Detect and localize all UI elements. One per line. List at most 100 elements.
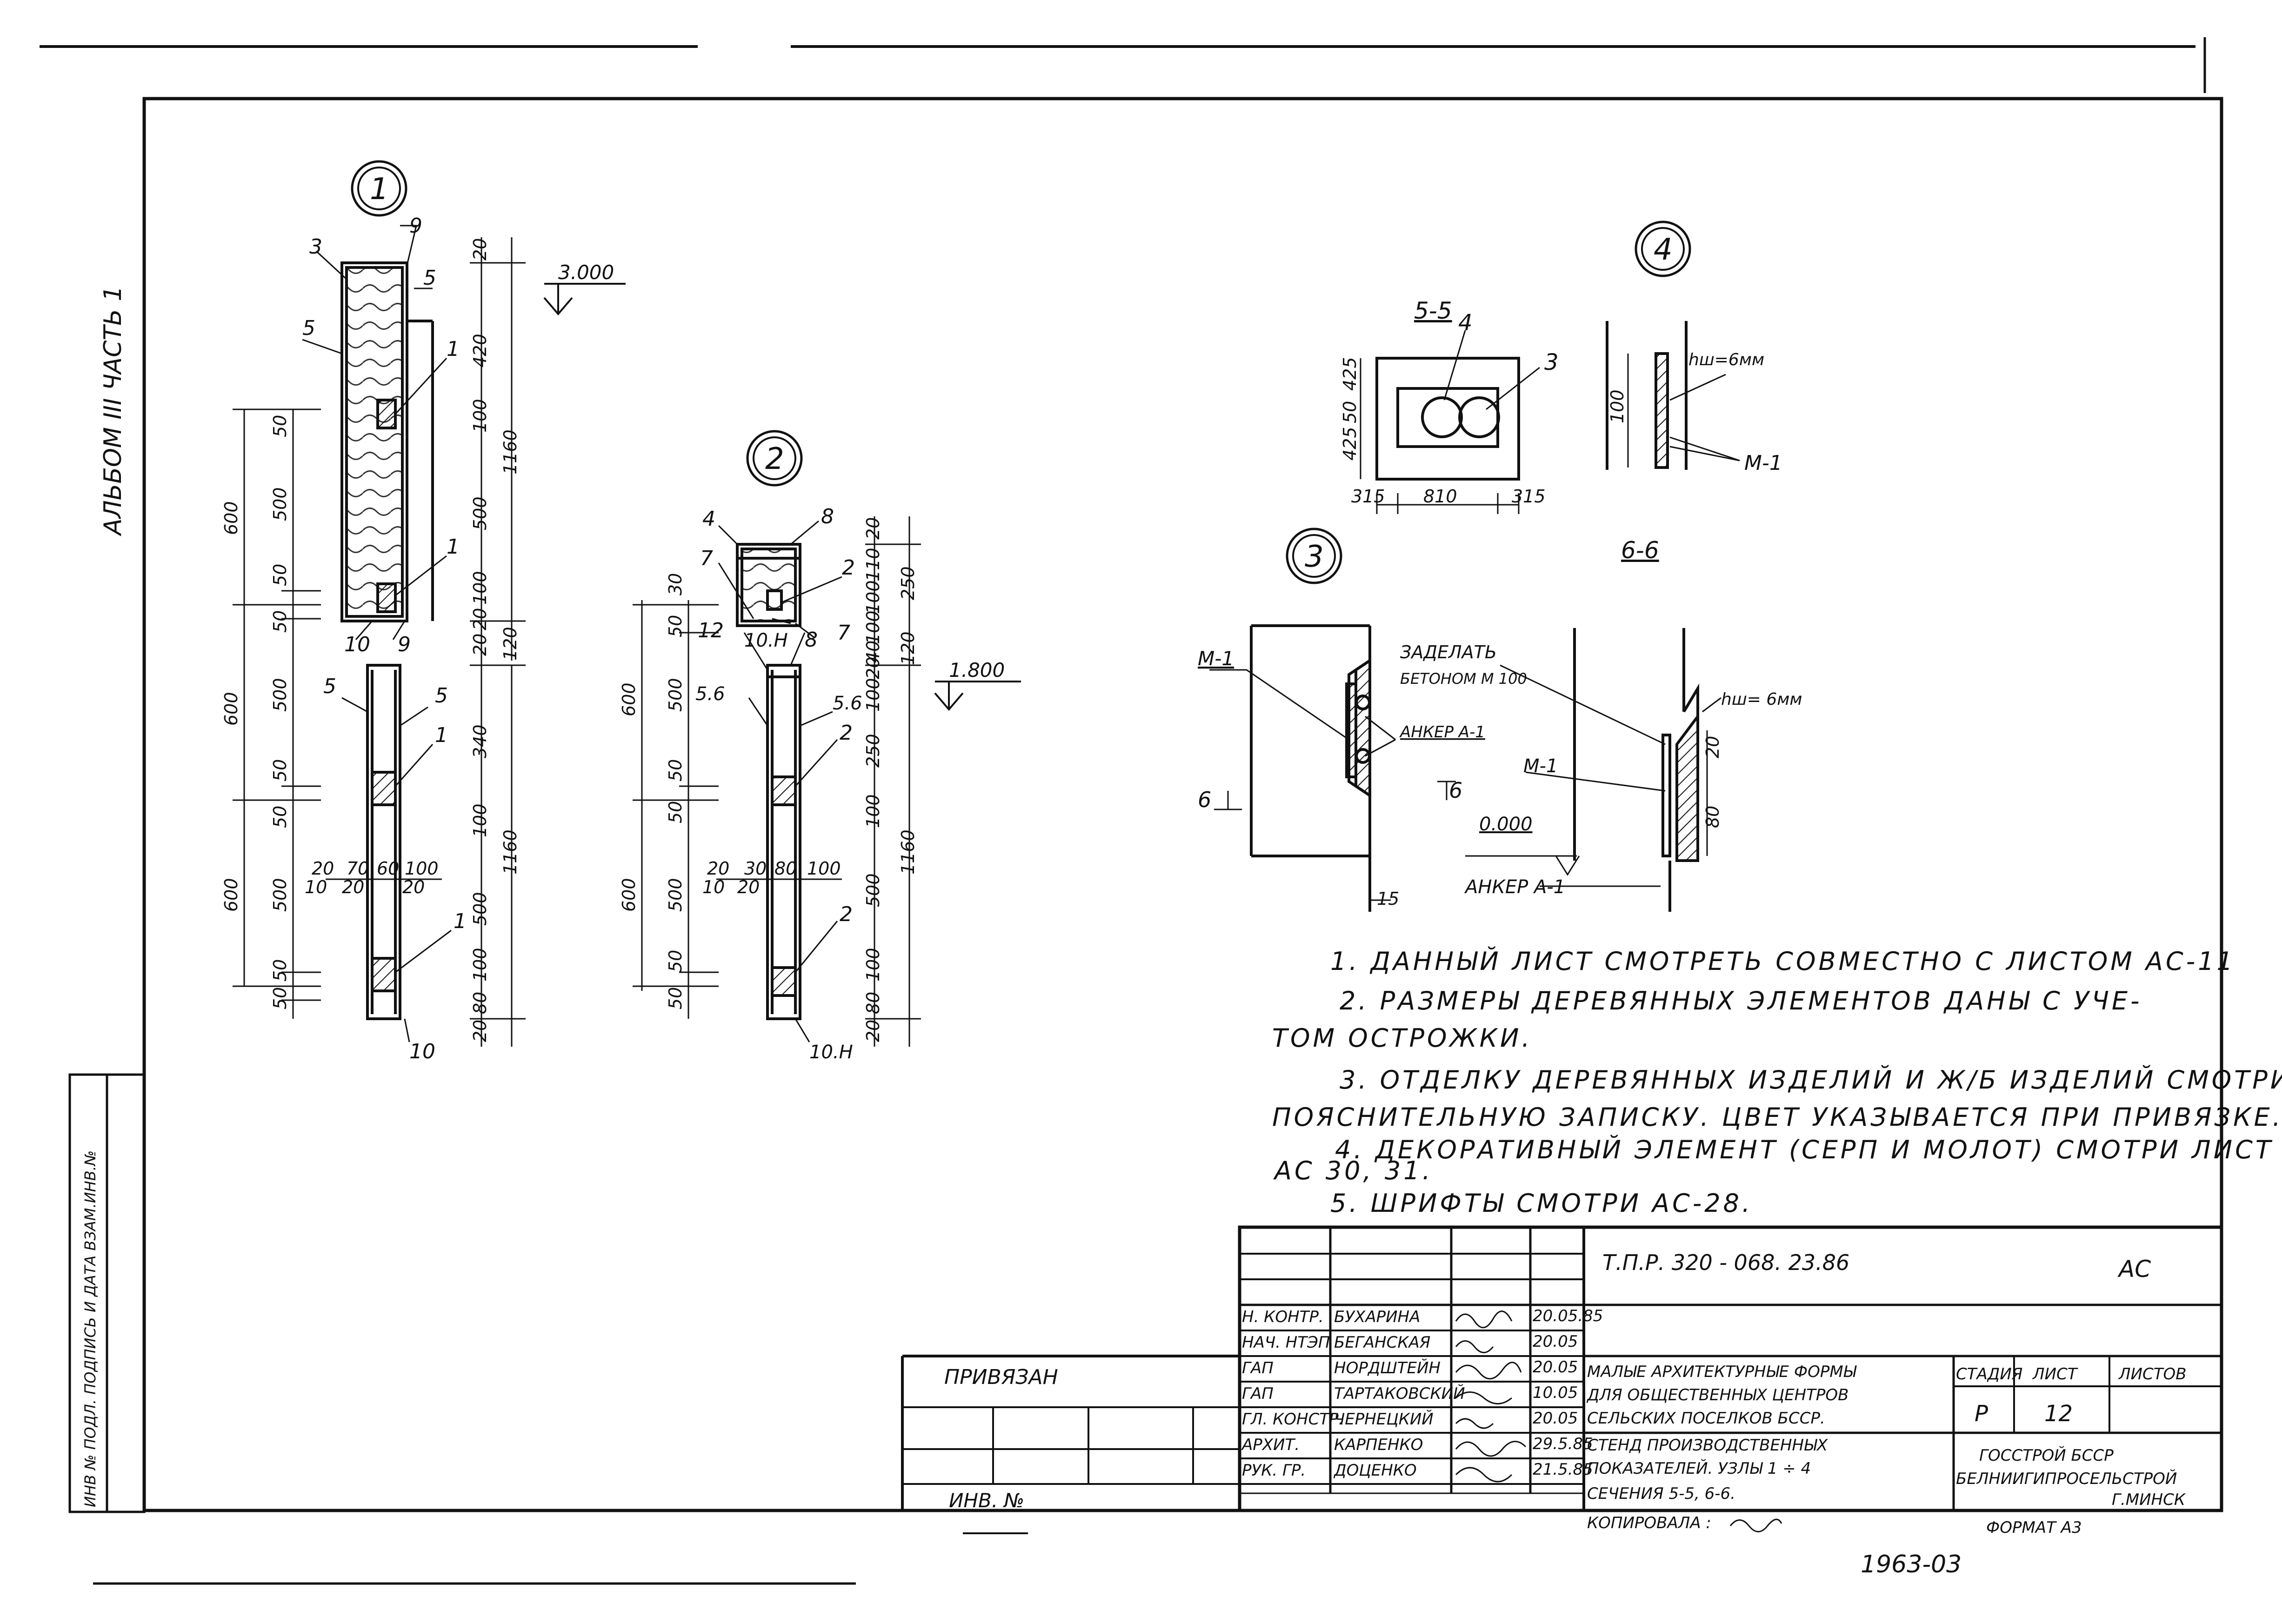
tb-date-5: 29.5.85 bbox=[1533, 1435, 1593, 1453]
n3-cut-left: 6 bbox=[1198, 787, 1211, 812]
album-label: АЛЬБОМ III ЧАСТЬ 1 bbox=[99, 286, 127, 536]
n4-dim-4: 810 bbox=[1423, 486, 1457, 507]
n1-dim-r10: 500 bbox=[470, 892, 490, 926]
n1-dim-b0: 20 bbox=[312, 858, 334, 879]
node-2-bottom-dims: 20 30 80 100 10 20 bbox=[702, 858, 841, 897]
n1-dim-b2: 60 bbox=[377, 858, 399, 879]
n1-dim-b6: 20 bbox=[402, 877, 425, 897]
node-1-left-dims: 600 50 500 50 50 600 500 50 50 600 500 5… bbox=[221, 415, 290, 1009]
tb-date-4: 20.05 bbox=[1533, 1409, 1578, 1428]
n4-dim-3: 315 bbox=[1351, 486, 1385, 507]
n2-dim-l1: 50 bbox=[665, 615, 686, 637]
n4-dim-2: 425 bbox=[1340, 357, 1360, 391]
n1-dim-r6: 20 bbox=[470, 634, 490, 656]
tb-date-3: 10.05 bbox=[1533, 1383, 1578, 1402]
note-3-cont: ПОЯСНИТЕЛЬНУЮ ЗАПИСКУ. ЦВЕТ УКАЗЫВАЕТСЯ … bbox=[1272, 1103, 2282, 1132]
node-4-label: 4 bbox=[1654, 233, 1673, 267]
tb-date-0: 20.05.85 bbox=[1533, 1307, 1603, 1325]
n2-dim-r10: 100 bbox=[863, 794, 883, 828]
tb-doc-code: Т.П.Р. 320 - 068. 23.86 bbox=[1602, 1250, 1849, 1275]
node-1-label: 1 bbox=[370, 172, 389, 207]
n2-dim-r13: 80 bbox=[863, 992, 883, 1014]
elev-0000: 0.000 bbox=[1479, 814, 1533, 835]
n2-dim-r4: 40 bbox=[863, 641, 883, 663]
n1-dim-l12: 50 bbox=[270, 987, 290, 1009]
n1-dim-b4: 10 bbox=[305, 877, 327, 897]
n2-dim-l5: 50 bbox=[665, 801, 686, 823]
tb-stage-label: СТАДИЯ bbox=[1956, 1365, 2022, 1383]
node-3: 3 М-1 ЗАДЕЛАТЬ БЕТОНОМ М 100 АНКЕР А-1 6 bbox=[1198, 528, 1802, 912]
n4-dim-1: 50 bbox=[1340, 401, 1360, 423]
n1-dim-l2: 500 bbox=[270, 487, 290, 521]
n2-dim-b1: 30 bbox=[744, 858, 767, 879]
tb-number: 1963-03 bbox=[1861, 1550, 1962, 1578]
n2-part-2a: 2 bbox=[842, 556, 855, 580]
n2-dim-b4: 10 bbox=[702, 877, 725, 897]
n1-dim-r5: 20 bbox=[470, 608, 490, 630]
n2-dim-b3: 100 bbox=[807, 858, 841, 879]
n1-dim-r1: 420 bbox=[470, 334, 490, 368]
n4-m1: М-1 bbox=[1744, 451, 1782, 475]
n1-dim-l11: 50 bbox=[270, 959, 290, 982]
n2-part-12: 12 bbox=[698, 619, 724, 642]
title-block-text: Т.П.Р. 320 - 068. 23.86 АС ПРИВЯЗАН ИНВ.… bbox=[944, 1250, 2187, 1578]
node-2-left-dims: 30 50 600 500 50 50 600 500 50 50 bbox=[619, 573, 686, 1009]
tb-org-1: БЕЛНИИГИПРОСЕЛЬСТРОЙ bbox=[1956, 1469, 2177, 1488]
node-2: 2 4 8 bbox=[619, 430, 1021, 1063]
note-4: 4. ДЕКОРАТИВНЫЙ ЭЛЕМЕНТ (СЕРП И МОЛОТ) С… bbox=[1335, 1135, 2274, 1164]
n1-dim-r9: 100 bbox=[470, 803, 490, 837]
n1-dim-l7: 50 bbox=[270, 806, 290, 828]
n1-dim-r13: 20 bbox=[470, 1020, 490, 1042]
tb-role-5: АРХИТ. bbox=[1241, 1436, 1300, 1454]
tb-sheet-title-2: СЕЧЕНИЯ 5-5, 6-6. bbox=[1587, 1484, 1735, 1503]
n2-dim-r6: 250 bbox=[898, 566, 918, 600]
node-3-label: 3 bbox=[1305, 540, 1324, 574]
n1-part-10: 10 bbox=[344, 633, 370, 656]
n1-part-5d: 5 bbox=[435, 684, 448, 708]
n2-dim-l9: 50 bbox=[665, 987, 686, 1009]
n2-dim-r11: 500 bbox=[863, 873, 883, 907]
tb-sheet-title-1: ПОКАЗАТЕЛЕЙ. УЗЛЫ 1 ÷ 4 bbox=[1587, 1459, 1811, 1478]
elev-1800: 1.800 bbox=[949, 659, 1005, 682]
tb-project-1: ДЛЯ ОБЩЕСТВЕННЫХ ЦЕНТРОВ bbox=[1586, 1386, 1849, 1404]
n1-part-10b: 10 bbox=[409, 1040, 435, 1063]
n2-dim-r1: 110 bbox=[863, 548, 883, 581]
n2-part-56a: 5.6 bbox=[695, 683, 725, 705]
n2-dim-r12: 100 bbox=[863, 948, 883, 982]
n3-dim-15: 15 bbox=[1377, 889, 1399, 909]
n2-part-10h: 10.Н bbox=[744, 630, 788, 651]
n2-dim-r7: 120 bbox=[898, 631, 918, 665]
tb-role-4: ГЛ. КОНСТР. bbox=[1242, 1410, 1343, 1429]
n2-part-7a: 7 bbox=[700, 547, 713, 570]
tb-sheet: 12 bbox=[2044, 1401, 2073, 1427]
n1-part-5a: 5 bbox=[423, 266, 436, 290]
n3-fill-text-2: БЕТОНОМ М 100 bbox=[1400, 670, 1527, 688]
n2-dim-l3: 500 bbox=[665, 678, 686, 712]
n2-dim-b0: 20 bbox=[707, 858, 729, 879]
tb-mark: АС bbox=[2117, 1256, 2151, 1283]
n1-dim-r0: 20 bbox=[470, 238, 490, 261]
note-5: 5. ШРИФТЫ СМОТРИ АС-28. bbox=[1330, 1189, 1753, 1218]
sheet-frame bbox=[40, 37, 2223, 1585]
node-1-bottom-dims: 20 70 60 100 10 20 20 bbox=[305, 858, 439, 897]
n2-part-2b: 2 bbox=[840, 721, 853, 745]
n1-part-5c: 5 bbox=[323, 675, 336, 698]
node-1-right-dims: 20 420 100 500 100 20 20 120 340 100 500… bbox=[470, 238, 520, 1042]
n2-dim-r8: 100 bbox=[863, 678, 883, 712]
n4-dim-6: 100 bbox=[1607, 389, 1628, 423]
n2-dim-b5: 20 bbox=[737, 877, 760, 897]
n4-dim-0: 425 bbox=[1340, 427, 1360, 461]
tb-project-0: МАЛЫЕ АРХИТЕКТУРНЫЕ ФОРМЫ bbox=[1587, 1363, 1857, 1381]
tb-org-0: ГОССТРОЙ БССР bbox=[1979, 1446, 2114, 1465]
n1-dim-l9: 600 bbox=[221, 878, 241, 912]
tb-role-1: НАЧ. НТЭП bbox=[1242, 1333, 1330, 1352]
n2-dim-l2: 600 bbox=[619, 682, 639, 716]
n2-dim-r3: 100 bbox=[863, 610, 883, 644]
general-notes: 1. ДАННЫЙ ЛИСТ СМОТРЕТЬ СОВМЕСТНО С ЛИСТ… bbox=[1272, 947, 2282, 1218]
n2-part-4: 4 bbox=[702, 507, 715, 531]
n1-dim-r8: 340 bbox=[470, 724, 490, 758]
n1-dim-r3: 500 bbox=[470, 496, 490, 530]
n1-part-9a: 9 bbox=[409, 214, 422, 238]
note-3: 3. ОТДЕЛКУ ДЕРЕВЯННЫХ ИЗДЕЛИЙ И Ж/Б ИЗДЕ… bbox=[1340, 1065, 2282, 1095]
tb-name-5: КАРПЕНКО bbox=[1334, 1436, 1423, 1454]
